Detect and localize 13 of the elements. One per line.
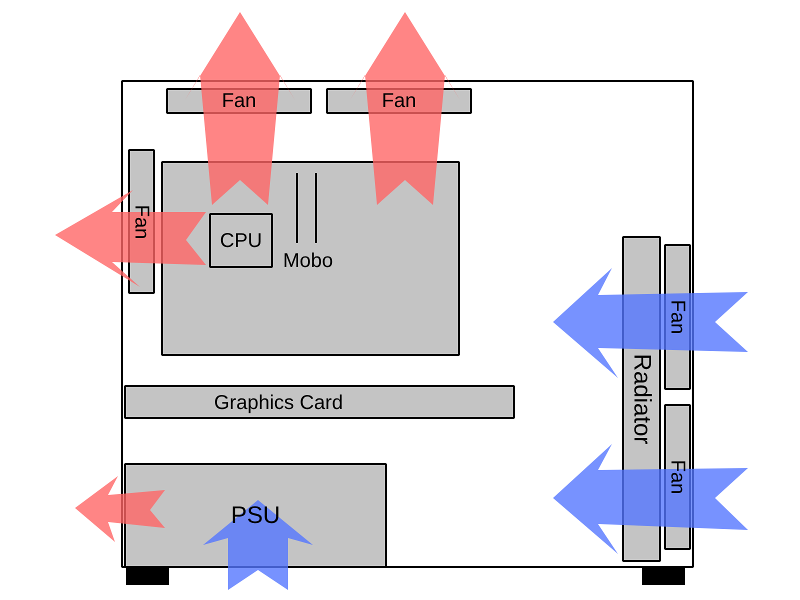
label: Fan xyxy=(668,300,688,334)
label: CPU xyxy=(220,230,262,250)
label: PSU xyxy=(230,504,280,528)
label: Fan xyxy=(668,460,688,494)
cpu xyxy=(209,213,273,268)
label: Graphics Card xyxy=(214,393,343,413)
label: Mobo xyxy=(283,251,334,271)
graphics-card xyxy=(124,385,515,419)
label: Radiator xyxy=(630,354,654,444)
label: Fan xyxy=(132,204,152,239)
motherboard xyxy=(161,161,460,356)
label: Fan xyxy=(382,91,416,111)
label: Fan xyxy=(222,91,256,111)
